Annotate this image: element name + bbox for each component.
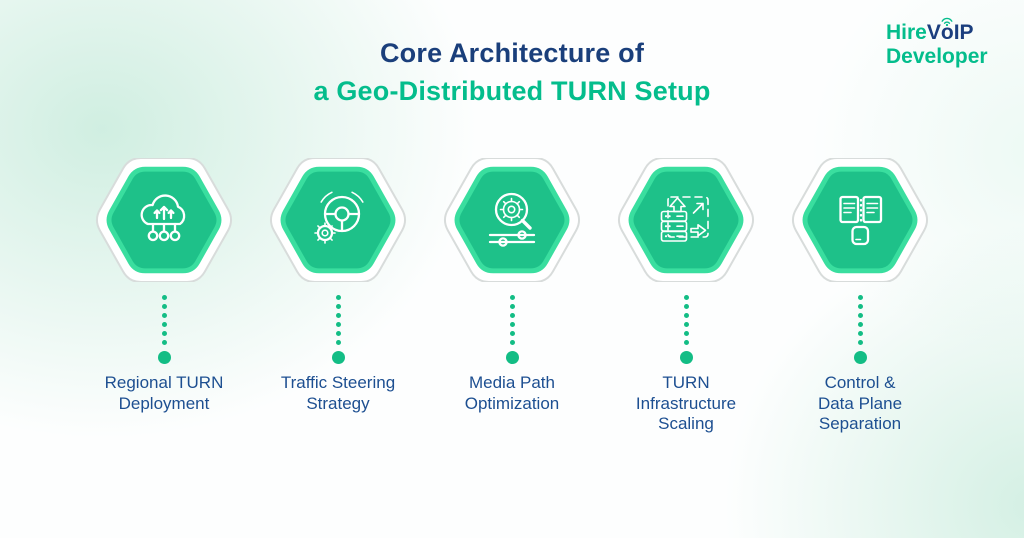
step-media-path-optimization: Media Path Optimization bbox=[425, 158, 599, 435]
step-label: Control & Data Plane Separation bbox=[818, 373, 902, 435]
step-label-line: Infrastructure bbox=[635, 393, 737, 413]
step-label-line: TURN bbox=[662, 373, 710, 392]
cloud-deployment-icon bbox=[140, 194, 186, 242]
connector-end-dot bbox=[157, 351, 171, 364]
connector-dots bbox=[331, 295, 345, 364]
step-control-data-plane-separation: Control & Data Plane Separation bbox=[773, 158, 947, 435]
media-path-optimization-icon bbox=[488, 192, 536, 247]
hexagon-badge bbox=[790, 158, 930, 282]
plane-separation-icon bbox=[839, 195, 883, 246]
infrastructure-scaling-icon bbox=[660, 196, 709, 242]
connector-end-dot bbox=[331, 351, 345, 364]
step-label-line: Strategy bbox=[306, 393, 370, 413]
hexagon-badge bbox=[442, 158, 582, 282]
step-label: TURN Infrastructure Scaling bbox=[636, 373, 736, 435]
step-label-line: Control & bbox=[824, 373, 896, 392]
step-label-line: Traffic Steering bbox=[280, 373, 396, 392]
connector-end-dot bbox=[505, 351, 519, 364]
step-label: Media Path Optimization bbox=[465, 373, 559, 414]
wifi-icon bbox=[941, 17, 953, 26]
traffic-steering-icon bbox=[314, 191, 364, 244]
connector-dots bbox=[157, 295, 171, 364]
page-title-line1: Core Architecture of bbox=[379, 38, 645, 68]
connector-dots bbox=[853, 295, 867, 364]
step-label-line: Scaling bbox=[658, 414, 714, 433]
hexagon-badge bbox=[94, 158, 234, 282]
connector-dots bbox=[679, 295, 693, 364]
step-label: Regional TURN Deployment bbox=[105, 373, 224, 414]
page-title: Core Architecture of a Geo-Distributed T… bbox=[0, 34, 1024, 110]
step-label-line: Media Path bbox=[468, 373, 555, 392]
step-label-line: Optimization bbox=[464, 393, 560, 413]
connector-dots bbox=[505, 295, 519, 364]
page-title-line2: a Geo-Distributed TURN Setup bbox=[313, 76, 711, 106]
step-label-line: Regional TURN bbox=[104, 373, 224, 392]
step-traffic-steering-strategy: Traffic Steering Strategy bbox=[251, 158, 425, 435]
connector-end-dot bbox=[679, 351, 693, 364]
step-regional-turn-deployment: Regional TURN Deployment bbox=[77, 158, 251, 435]
hexagon-badge bbox=[616, 158, 756, 282]
hexagon-badge bbox=[268, 158, 408, 282]
connector-end-dot bbox=[853, 351, 867, 364]
step-label-line: Data Plane bbox=[817, 393, 903, 413]
brand-logo-line2: Developer bbox=[886, 45, 988, 68]
step-turn-infrastructure-scaling: TURN Infrastructure Scaling bbox=[599, 158, 773, 435]
step-label-line: Deployment bbox=[118, 393, 210, 413]
step-label-line: Separation bbox=[818, 414, 902, 433]
step-label: Traffic Steering Strategy bbox=[281, 373, 395, 414]
steps-row: Regional TURN Deployment bbox=[77, 158, 947, 435]
